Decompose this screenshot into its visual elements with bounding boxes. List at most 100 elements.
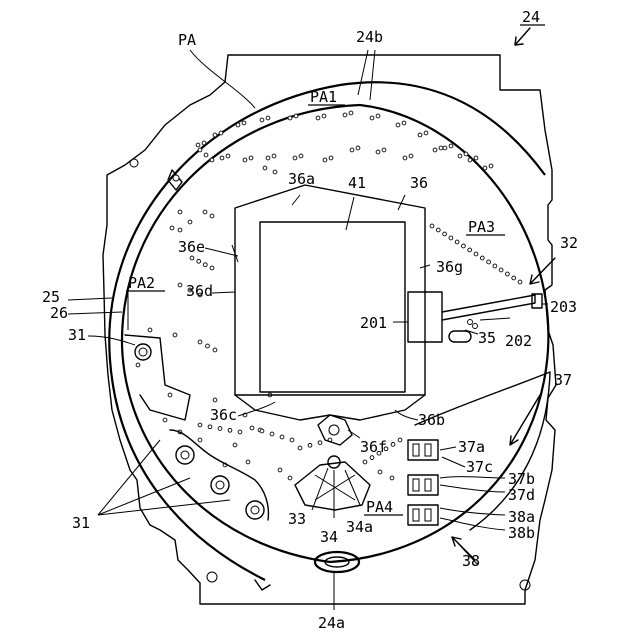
nail-pin bbox=[198, 340, 202, 344]
nail-pin bbox=[220, 156, 224, 160]
label-ref-34a: 34a bbox=[346, 518, 373, 536]
nail-pin bbox=[402, 121, 406, 125]
winning-device-31-upper bbox=[135, 344, 151, 360]
nail-pin bbox=[449, 144, 453, 148]
nail-pin bbox=[178, 228, 182, 232]
nail-pin bbox=[378, 470, 382, 474]
nail-pin bbox=[323, 158, 327, 162]
launch-pin bbox=[473, 324, 478, 329]
label-ref-31-bottom: 31 bbox=[72, 514, 90, 532]
winning-device-31-b bbox=[211, 476, 229, 494]
launch-stopper-203 bbox=[532, 294, 542, 308]
nail-pin bbox=[198, 423, 202, 427]
seven-seg-display-38 bbox=[408, 505, 438, 525]
nail-pin bbox=[518, 280, 522, 284]
label-ref-203: 203 bbox=[550, 298, 577, 316]
nail-pin bbox=[188, 220, 192, 224]
nail-pin bbox=[228, 428, 232, 432]
nail-pin bbox=[197, 259, 201, 263]
nail-pin bbox=[260, 429, 264, 433]
nail-pin bbox=[263, 166, 267, 170]
label-pa1: PA1 bbox=[310, 88, 337, 106]
winning-device-31-c bbox=[246, 501, 264, 519]
nail-pin bbox=[480, 256, 484, 260]
nail-pin bbox=[238, 430, 242, 434]
lcd-display-41 bbox=[260, 222, 405, 392]
center-frame-36 bbox=[235, 185, 425, 395]
nail-pin bbox=[356, 146, 360, 150]
label-pa: PA bbox=[178, 31, 196, 49]
winning-device-31-b-inner bbox=[216, 481, 224, 489]
winning-device-31-upper-inner bbox=[139, 348, 147, 356]
label-ref-34: 34 bbox=[320, 528, 338, 546]
left-side-rail-guide bbox=[125, 335, 190, 420]
nail-pin bbox=[499, 268, 503, 272]
nail-pin bbox=[308, 443, 312, 447]
nail-pin bbox=[430, 224, 434, 228]
nail-pin bbox=[210, 214, 214, 218]
nail-pin bbox=[246, 460, 250, 464]
label-ref-33: 33 bbox=[288, 510, 306, 528]
nail-pin bbox=[204, 153, 208, 157]
nail-pin bbox=[168, 393, 172, 397]
label-pa4: PA4 bbox=[366, 498, 393, 516]
nail-pin bbox=[260, 118, 264, 122]
label-ref-36c: 36c bbox=[210, 406, 237, 424]
nail-pin bbox=[288, 476, 292, 480]
nail-pin bbox=[290, 438, 294, 442]
label-ref-26: 26 bbox=[50, 304, 68, 322]
nail-pin bbox=[468, 248, 472, 252]
nail-pin bbox=[173, 333, 177, 337]
nail-pin bbox=[376, 150, 380, 154]
nail-pin bbox=[298, 446, 302, 450]
nail-pin bbox=[270, 432, 274, 436]
nail-pin bbox=[210, 158, 214, 162]
nail-pin bbox=[203, 263, 207, 267]
nail-pin bbox=[213, 348, 217, 352]
nail-pin bbox=[208, 425, 212, 429]
label-pa3: PA3 bbox=[468, 218, 495, 236]
lamp-35 bbox=[449, 331, 471, 342]
nail-pin bbox=[198, 438, 202, 442]
nail-pin bbox=[433, 148, 437, 152]
nail-pin bbox=[163, 418, 167, 422]
center-windmill-core bbox=[329, 425, 339, 435]
label-ref-36a: 36a bbox=[288, 170, 315, 188]
nail-pin bbox=[213, 398, 217, 402]
label-ref-38: 38 bbox=[462, 552, 480, 570]
nail-pin bbox=[218, 427, 222, 431]
nail-pin bbox=[288, 116, 292, 120]
label-ref-202: 202 bbox=[505, 332, 532, 350]
center-windmill-36f bbox=[318, 415, 352, 445]
label-ref-24b: 24b bbox=[356, 28, 383, 46]
rail-stopper-screw bbox=[173, 175, 179, 181]
nail-pin bbox=[350, 148, 354, 152]
launch-pin bbox=[468, 320, 473, 325]
nail-pin bbox=[170, 226, 174, 230]
label-ref-31-top: 31 bbox=[68, 326, 86, 344]
nail-pin bbox=[136, 363, 140, 367]
nail-pin bbox=[436, 228, 440, 232]
nail-pin bbox=[250, 426, 254, 430]
mounting-hole bbox=[130, 159, 138, 167]
label-ref-36e: 36e bbox=[178, 238, 205, 256]
nail-pin bbox=[487, 260, 491, 264]
nail-pin bbox=[278, 468, 282, 472]
nail-pin bbox=[464, 152, 468, 156]
nail-pin bbox=[343, 113, 347, 117]
nail-pin bbox=[443, 146, 447, 150]
label-ref-24: 24 bbox=[522, 8, 540, 26]
nail-pin bbox=[349, 111, 353, 115]
nail-pin bbox=[316, 116, 320, 120]
nail-pin bbox=[396, 123, 400, 127]
nail-pin bbox=[382, 148, 386, 152]
nail-pin bbox=[376, 114, 380, 118]
nail-pin bbox=[294, 114, 298, 118]
nail-pin bbox=[468, 158, 472, 162]
nail-pin bbox=[322, 114, 326, 118]
nail-pin bbox=[403, 156, 407, 160]
winning-device-31-a-inner bbox=[181, 451, 189, 459]
nail-pin bbox=[474, 156, 478, 160]
nail-pin bbox=[206, 344, 210, 348]
